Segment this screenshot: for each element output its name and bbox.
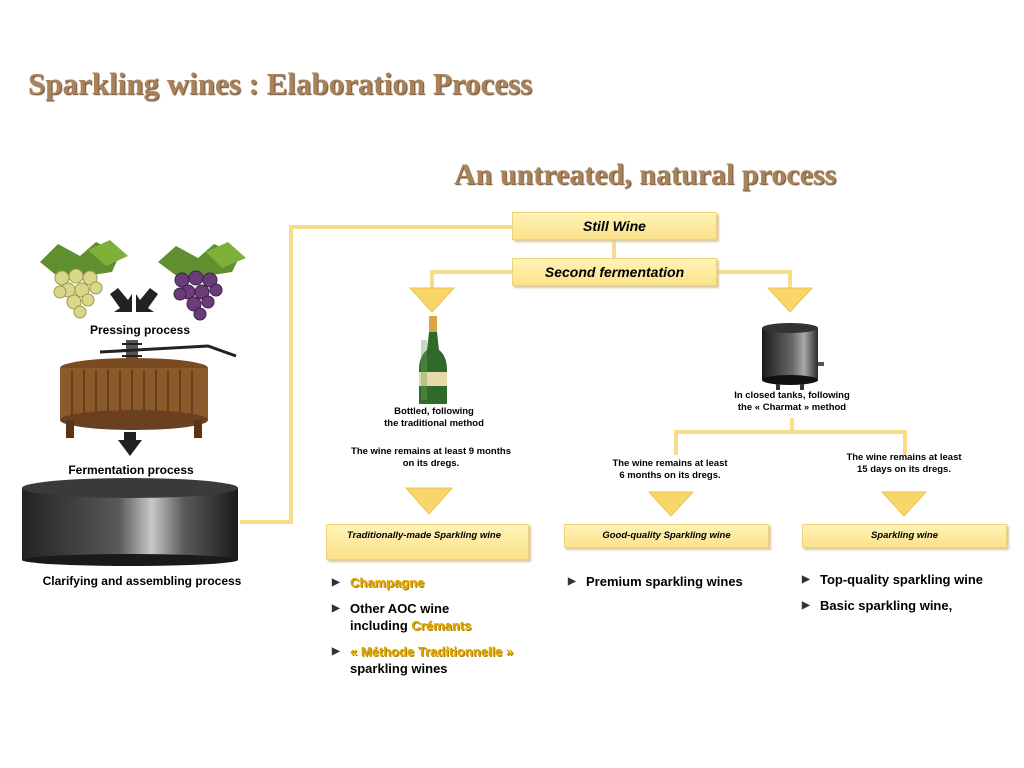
traditional-category-box: Traditionally-made Sparkling wine: [326, 524, 529, 560]
green-grapes-icon: [40, 240, 128, 319]
good-quality-list: ▶ Premium sparkling wines: [568, 573, 788, 599]
page-subtitle: An untreated, natural process: [454, 158, 837, 191]
arrow-down-icon: [766, 287, 814, 313]
second-fermentation-box: Second fermentation: [512, 258, 717, 286]
list-item: ▶ Other AOC wine including Crémants: [332, 601, 472, 633]
sparkling-category-box: Sparkling wine: [802, 524, 1007, 548]
triangle-bullet-icon: ▶: [332, 603, 340, 614]
purple-grapes-icon: [158, 242, 246, 321]
arrow-down-icon: [880, 491, 928, 517]
arrow-down-icon: [404, 487, 454, 515]
wine-press-icon: [60, 340, 237, 456]
triangle-bullet-icon: ▶: [332, 646, 340, 657]
triangle-bullet-icon: ▶: [332, 577, 340, 588]
page-title: Sparkling wines : Elaboration Process: [28, 66, 533, 101]
list-item: ▶ Premium sparkling wines: [568, 574, 743, 589]
pressing-label: Pressing process: [89, 323, 191, 337]
closed-tank-icon: [762, 323, 824, 390]
connector-lines: [240, 225, 907, 524]
fermentation-vat-icon: [22, 478, 238, 566]
list-item: ▶ Basic sparkling wine,: [802, 598, 953, 613]
triangle-bullet-icon: ▶: [802, 574, 810, 585]
arrow-down-icon: [647, 491, 695, 517]
list-item: ▶ Champagne: [332, 575, 425, 590]
traditional-list: ▶ Champagne ▶ Other AOC wine including C…: [332, 574, 542, 686]
list-item: ▶ Top-quality sparkling wine: [802, 572, 983, 587]
sparkling-list: ▶ Top-quality sparkling wine ▶ Basic spa…: [802, 571, 1017, 623]
list-item: ▶ « Méthode Traditionnelle » sparkling w…: [332, 644, 514, 676]
arrow-down-right-icon: [110, 288, 132, 312]
pressing-arrows: [110, 288, 158, 312]
arrow-down-icon: [408, 287, 456, 313]
fermentation-label: Fermentation process: [68, 463, 194, 477]
triangle-bullet-icon: ▶: [802, 600, 810, 611]
champagne-bottle-icon: [419, 316, 447, 404]
good-quality-category-box: Good-quality Sparkling wine: [564, 524, 769, 548]
triangle-bullet-icon: ▶: [568, 576, 576, 587]
arrow-down-left-icon: [136, 288, 158, 312]
still-wine-box: Still Wine: [512, 212, 717, 240]
clarifying-label: Clarifying and assembling process: [42, 574, 242, 588]
